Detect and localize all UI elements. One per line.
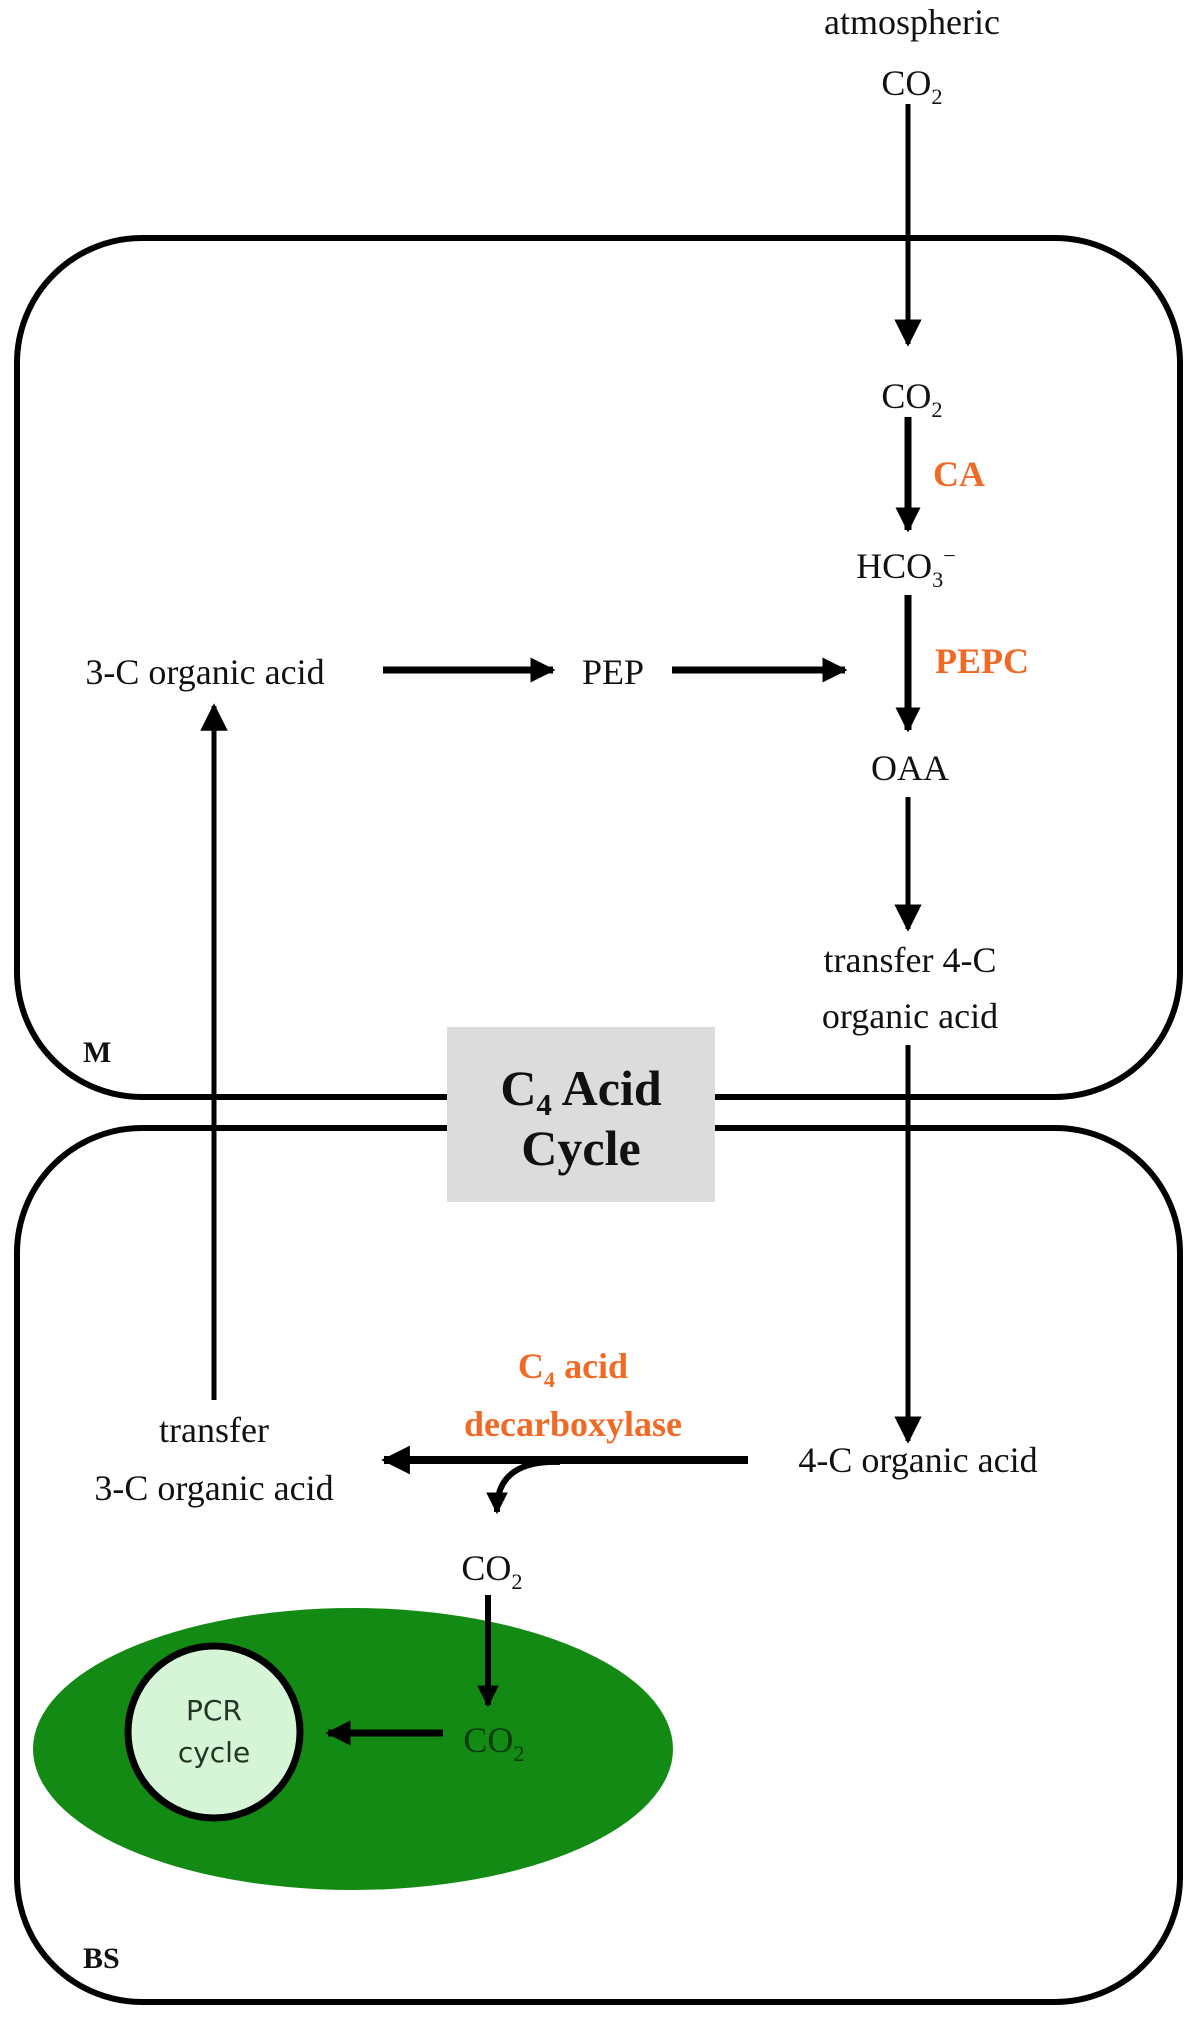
bundle-sheath-label: BS xyxy=(83,1942,120,1975)
atmospheric-label: atmospheric xyxy=(824,2,1000,42)
transfer-3c-label-line1: transfer xyxy=(159,1410,269,1450)
enzyme-ca-label: CA xyxy=(933,454,985,494)
enzyme-decarboxylase-label-line1: C4 acid xyxy=(518,1346,628,1392)
c4-acid-cycle-title-line1: C4 Acid xyxy=(500,1060,662,1122)
enzyme-pepc-label: PEPC xyxy=(935,641,1029,681)
pcr-label-line1: PCR xyxy=(186,1694,242,1727)
atmospheric-co2-label: CO2 xyxy=(881,63,942,109)
oaa-label: OAA xyxy=(871,748,949,788)
mesophyll-label: M xyxy=(83,1036,111,1069)
c4-acid-cycle-box xyxy=(447,1027,715,1202)
four-c-acid-label: 4-C organic acid xyxy=(798,1440,1037,1480)
bundle-sheath-co2-label: CO2 xyxy=(461,1548,522,1594)
c4-acid-cycle-title-line2: Cycle xyxy=(521,1120,640,1176)
pcr-cycle-circle xyxy=(124,1642,304,1822)
pep-label: PEP xyxy=(582,652,644,692)
transfer-4c-label-line1: transfer 4-C xyxy=(824,940,997,980)
bundle-sheath-cell xyxy=(14,1125,1183,2005)
transfer-4c-label-line2: organic acid xyxy=(822,996,998,1036)
enzyme-decarboxylase-label-line2: decarboxylase xyxy=(464,1404,682,1444)
transfer-3c-label-line2: 3-C organic acid xyxy=(94,1468,333,1508)
chloroplast-co2-label: CO2 xyxy=(463,1720,524,1766)
three-c-acid-label: 3-C organic acid xyxy=(85,652,324,692)
pcr-label-line2: cycle xyxy=(178,1736,250,1769)
bicarbonate-label: HCO3− xyxy=(856,543,956,592)
arrow-decarboxylation-to-co2 xyxy=(486,1458,561,1515)
mesophyll-co2-label: CO2 xyxy=(881,376,942,422)
